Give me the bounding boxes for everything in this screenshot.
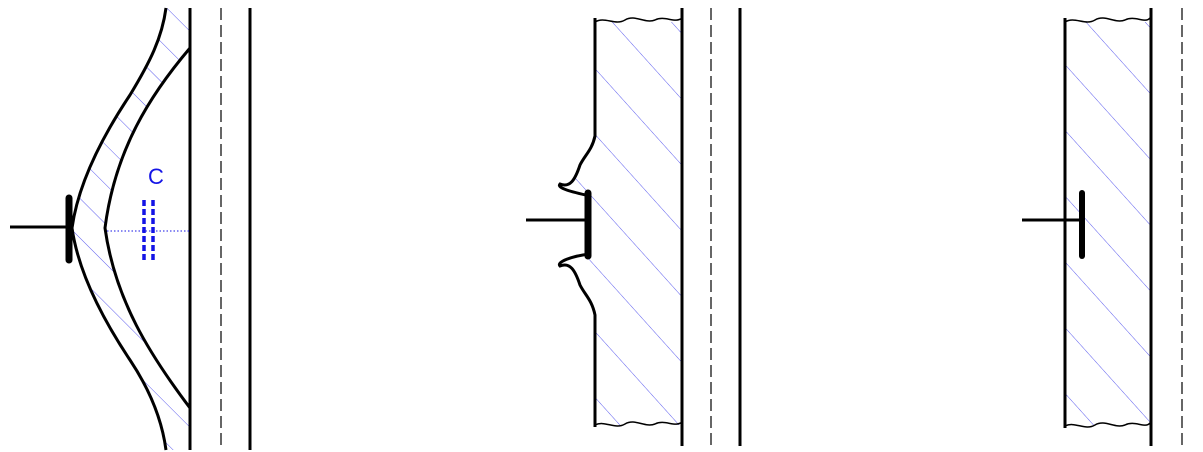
annotation-label-c: C [148,164,164,189]
dimpled-surface-curve [557,18,597,427]
dimpled-sheet-fill [559,22,682,425]
bottom-break-line [1064,422,1151,428]
panel-1: C [10,7,252,451]
bulged-sheet-fill [72,8,190,450]
flat-sheet-fill [1065,22,1150,426]
top-break-line [1064,17,1151,23]
bottom-break-line [594,421,683,427]
top-break-line [594,17,683,23]
inner-surface-curve [103,47,192,409]
panel-2 [526,8,742,446]
panel-3 [1022,8,1183,446]
